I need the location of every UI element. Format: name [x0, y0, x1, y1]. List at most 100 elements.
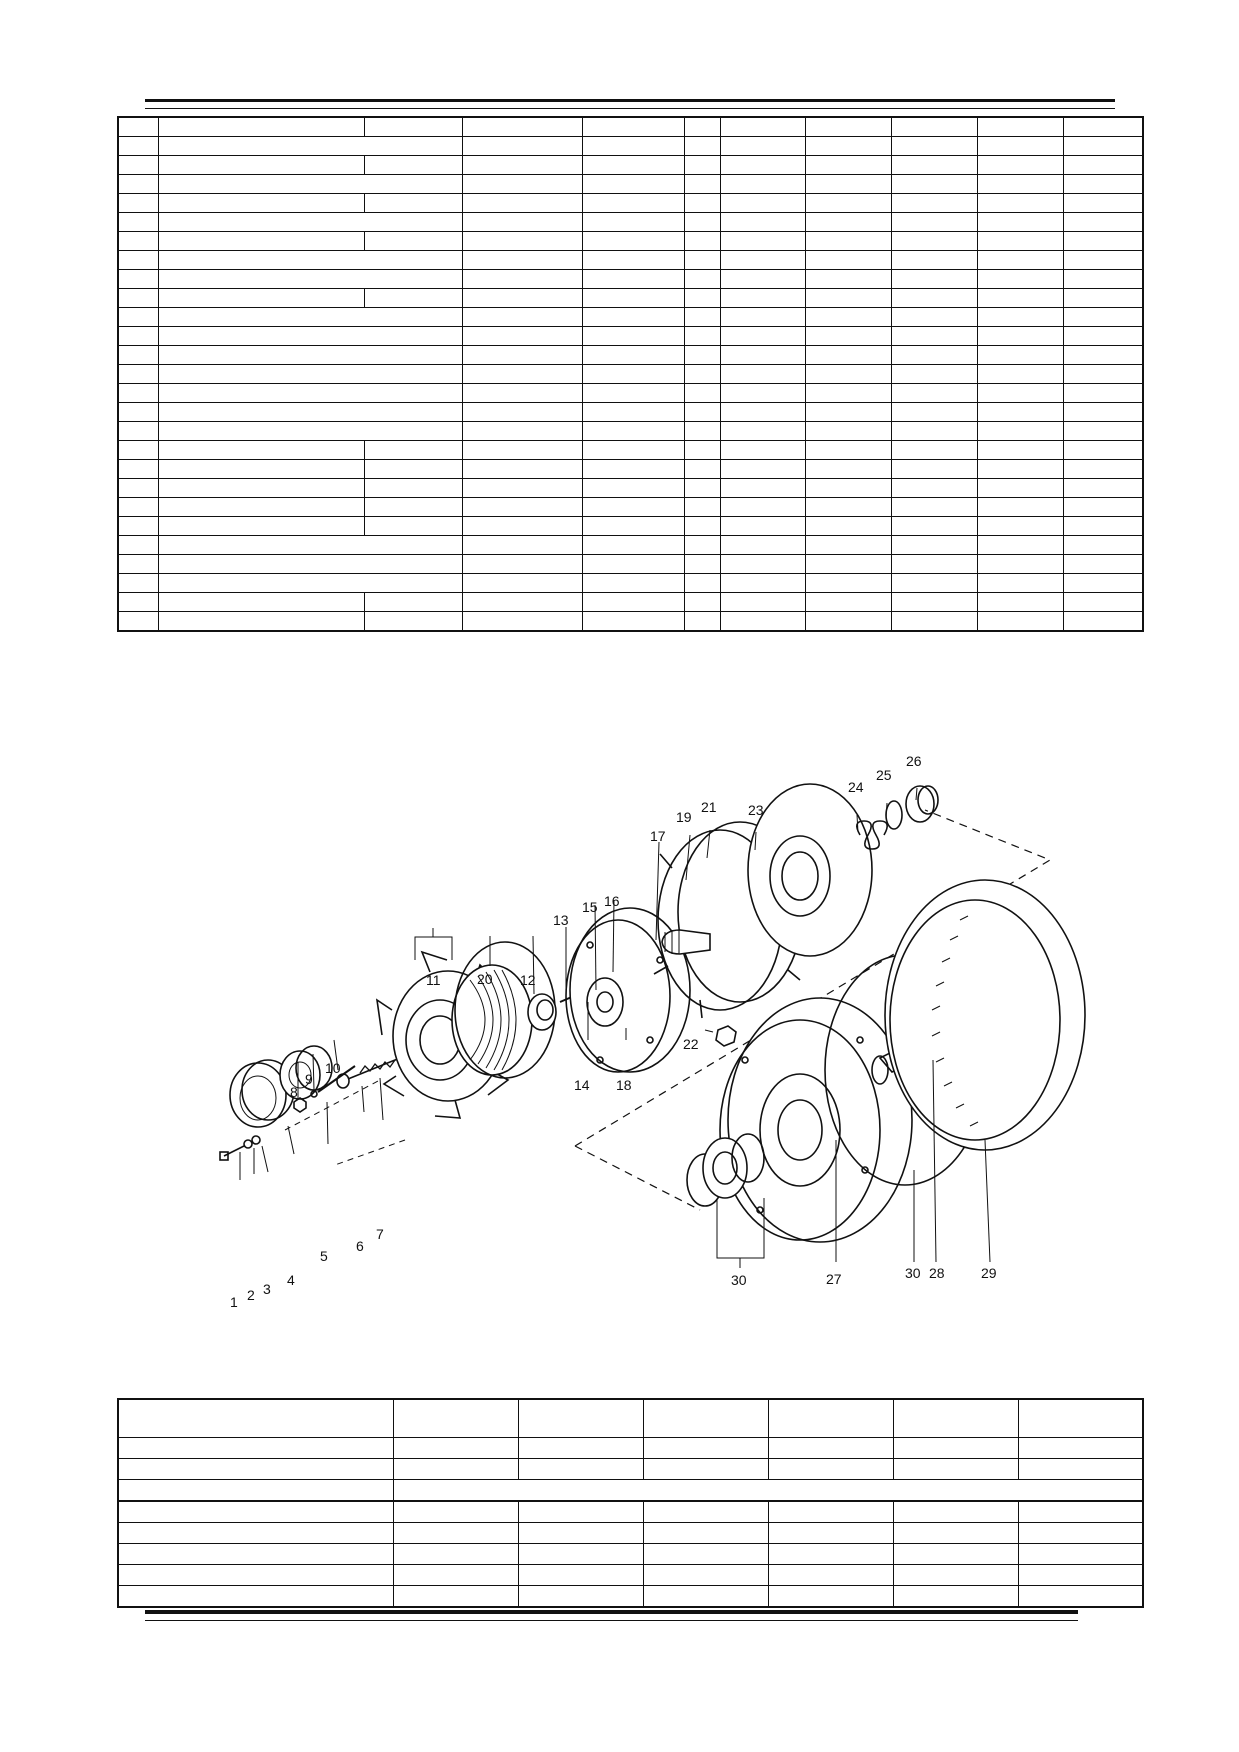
table-cell: [719, 326, 806, 346]
table-cell: [976, 155, 1064, 175]
table-cell: [976, 364, 1064, 384]
table-cell: [157, 288, 365, 308]
table-cell: [804, 402, 892, 422]
table-cell: [804, 573, 892, 593]
table-cell: [890, 573, 978, 593]
table-cell: [461, 155, 583, 175]
table-cell: [581, 136, 685, 156]
table-row: [117, 459, 1144, 479]
table-cell: [461, 592, 583, 612]
table-cell: [719, 193, 806, 213]
table-cell: [461, 554, 583, 574]
table-cell: [157, 573, 463, 593]
table-cell: [117, 459, 159, 479]
table-cell: [157, 116, 365, 137]
table-cell: [581, 193, 685, 213]
table-cell: [1017, 1437, 1144, 1459]
table-cell: [581, 231, 685, 251]
table-cell: [117, 1585, 394, 1608]
callout-14: 14: [574, 1077, 590, 1093]
table-cell: [581, 155, 685, 175]
table-row: [117, 116, 1144, 137]
table-cell: [1062, 326, 1144, 346]
table-cell: [581, 364, 685, 384]
table-row: [117, 478, 1144, 498]
part-cover: [229, 1059, 295, 1128]
table-cell: [683, 535, 721, 555]
table-cell: [1017, 1398, 1144, 1438]
table-cell: [157, 421, 463, 441]
table-row: [117, 193, 1144, 213]
table-cell: [117, 1398, 394, 1438]
table-cell: [392, 1398, 519, 1438]
table-cell: [581, 516, 685, 536]
table-cell: [804, 326, 892, 346]
table-cell: [719, 136, 806, 156]
table-cell: [683, 307, 721, 327]
table-cell: [1062, 497, 1144, 517]
table-cell: [392, 1479, 1144, 1502]
table-cell: [804, 497, 892, 517]
callout-23: 23: [748, 802, 764, 818]
table-cell: [581, 288, 685, 308]
table-cell: [461, 516, 583, 536]
table-cell: [890, 326, 978, 346]
table-cell: [157, 554, 463, 574]
table-cell: [392, 1437, 519, 1459]
table-cell: [117, 326, 159, 346]
table-row: [117, 231, 1144, 251]
table-cell: [683, 174, 721, 194]
table-cell: [804, 592, 892, 612]
table-cell: [890, 307, 978, 327]
table-cell: [461, 326, 583, 346]
table-cell: [1017, 1564, 1144, 1586]
table-cell: [157, 516, 365, 536]
table-cell: [890, 535, 978, 555]
table-cell: [461, 402, 583, 422]
table-cell: [767, 1585, 894, 1608]
table-row: [117, 611, 1144, 632]
table-cell: [461, 269, 583, 289]
table-cell: [117, 269, 159, 289]
table-cell: [157, 307, 463, 327]
table-cell: [392, 1543, 519, 1565]
table-cell: [890, 345, 978, 365]
table-cell: [117, 116, 159, 137]
table-cell: [804, 116, 892, 137]
callout-16: 16: [604, 893, 620, 909]
table-cell: [1062, 440, 1144, 460]
table-cell: [804, 345, 892, 365]
table-cell: [517, 1543, 644, 1565]
table-cell: [890, 155, 978, 175]
table-cell: [117, 611, 159, 632]
table-cell: [1062, 402, 1144, 422]
table-cell: [890, 516, 978, 536]
table-cell: [683, 554, 721, 574]
table-cell: [890, 136, 978, 156]
callout-2: 2: [247, 1287, 255, 1303]
table-cell: [683, 573, 721, 593]
table-cell: [461, 383, 583, 403]
table-cell: [890, 383, 978, 403]
table-cell: [683, 402, 721, 422]
table-cell: [461, 364, 583, 384]
table-cell: [683, 364, 721, 384]
table-cell: [363, 592, 463, 612]
table-cell: [1062, 231, 1144, 251]
table-cell: [804, 288, 892, 308]
table-cell: [1017, 1522, 1144, 1544]
table-cell: [1062, 136, 1144, 156]
table-cell: [157, 174, 463, 194]
table-cell: [1062, 250, 1144, 270]
table-row: [117, 440, 1144, 460]
table-cell: [892, 1500, 1019, 1523]
callout-12: 12: [520, 972, 536, 988]
table-cell: [890, 364, 978, 384]
table-cell: [642, 1398, 769, 1438]
table-cell: [363, 611, 463, 632]
table-cell: [804, 421, 892, 441]
table-cell: [581, 174, 685, 194]
table-row: [117, 421, 1144, 441]
table-cell: [117, 478, 159, 498]
table-cell: [461, 174, 583, 194]
